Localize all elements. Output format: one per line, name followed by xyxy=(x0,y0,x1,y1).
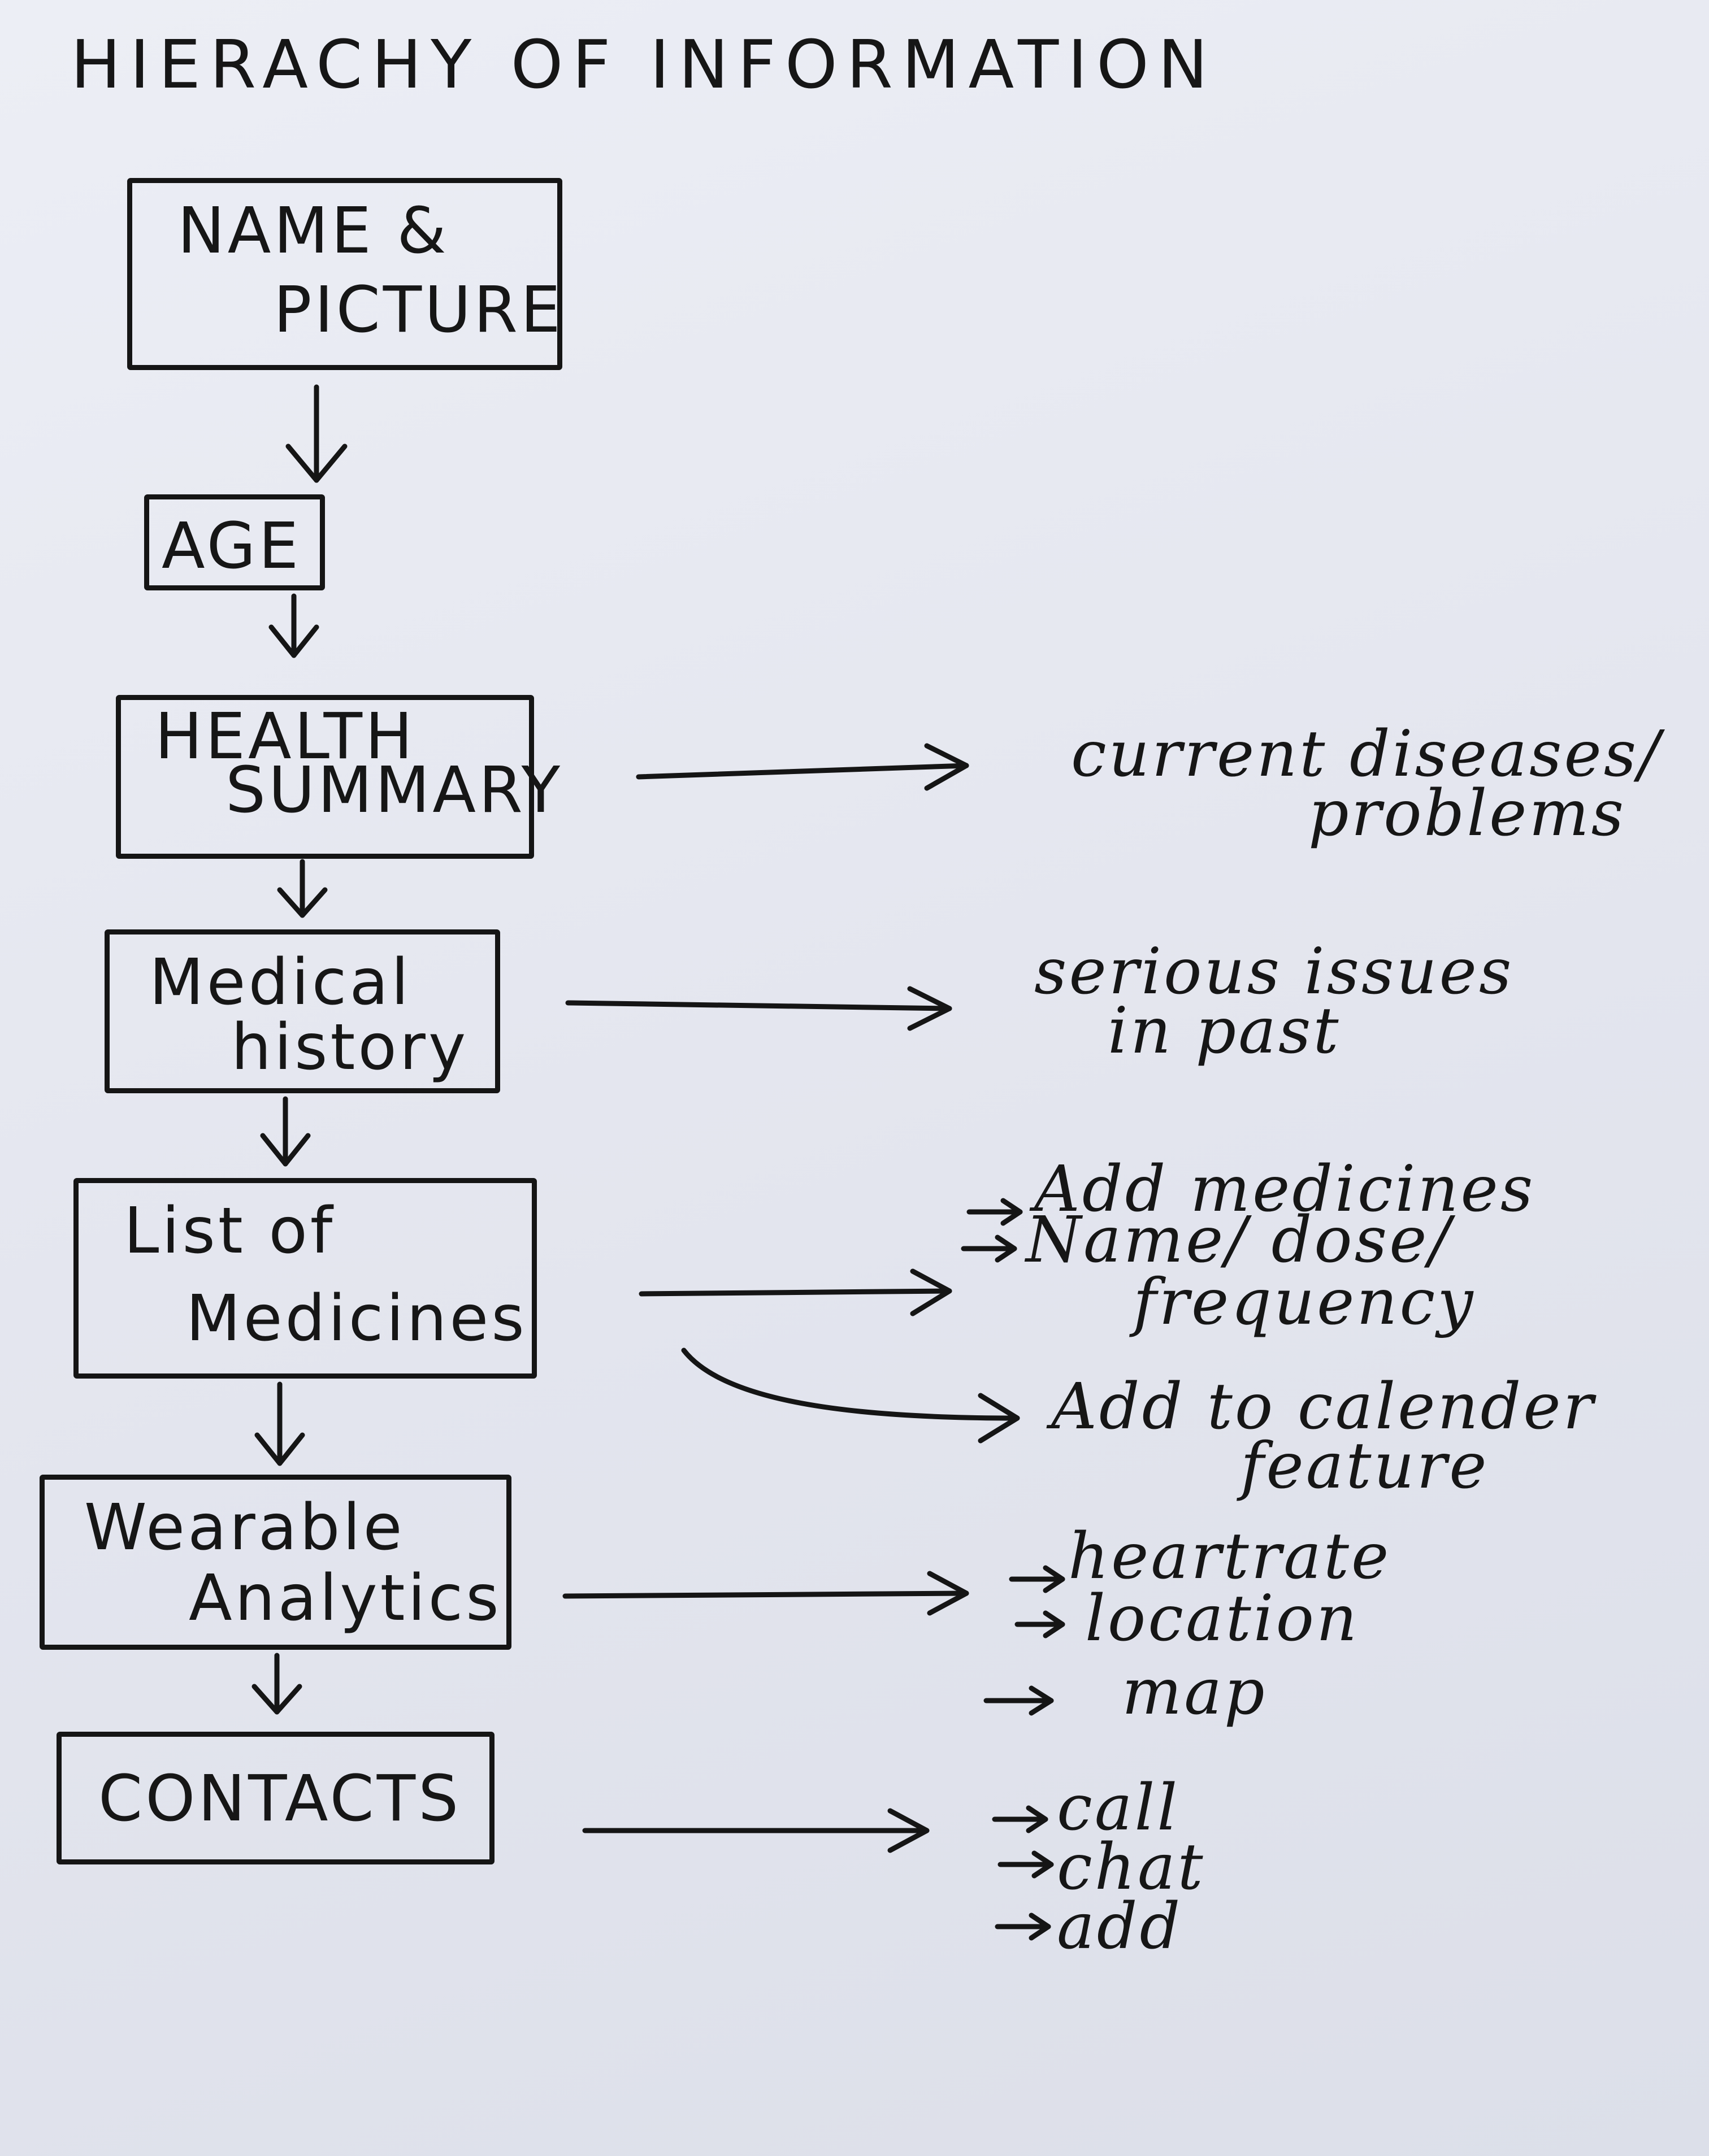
note-health-line1: current diseases/ xyxy=(1071,718,1662,791)
arrow-down-6 xyxy=(251,1653,302,1715)
box-list-of-medicines: List of Medicines xyxy=(73,1178,537,1379)
box-name-picture-line1: NAME & xyxy=(177,194,449,268)
note-medicines-line2: Name/ dose/ xyxy=(1026,1203,1453,1277)
box-contacts-line1: CONTACTS xyxy=(98,1762,462,1836)
arrow-small-heartrate xyxy=(1009,1565,1065,1593)
arrow-small-location xyxy=(1014,1610,1065,1638)
box-age: AGE xyxy=(144,494,325,590)
arrow-down-5 xyxy=(254,1381,305,1466)
arrow-down-4 xyxy=(260,1096,311,1167)
box-medical-history: Medical history xyxy=(105,929,500,1093)
arrow-small-name-dose xyxy=(961,1235,1017,1263)
box-name-picture-line2: PICTURE xyxy=(274,273,563,347)
note-history-line2: in past xyxy=(1108,994,1341,1068)
note-medicines-line1: Add medicines xyxy=(1034,1153,1536,1226)
box-medical-history-line1: Medical xyxy=(149,946,412,1019)
arrow-down-3 xyxy=(277,859,328,918)
box-list-of-medicines-line1: List of xyxy=(124,1194,336,1268)
box-list-of-medicines-line2: Medicines xyxy=(186,1282,527,1355)
arrow-small-add xyxy=(995,1912,1051,1941)
box-health-summary: HEALTH SUMMARY xyxy=(116,695,560,859)
note-medicines-line3: frequency xyxy=(1133,1266,1476,1339)
note-health-line2: problems xyxy=(1308,777,1626,850)
note-calendar-line2: feature xyxy=(1240,1429,1489,1503)
arrow-small-map xyxy=(983,1685,1054,1716)
arrow-down-2 xyxy=(268,593,319,658)
box-wearable-analytics-line1: Wearable xyxy=(84,1491,405,1564)
note-wearable-heartrate: heartrate xyxy=(1068,1520,1391,1593)
note-calendar-line1: Add to calender xyxy=(1051,1370,1596,1444)
box-wearable-analytics: Wearable Analytics xyxy=(40,1475,511,1650)
note-history-line1: serious issues xyxy=(1034,935,1514,1009)
arrow-right-history xyxy=(565,986,952,1031)
box-name-picture: NAME & PICTURE xyxy=(127,178,562,370)
arrow-down-1 xyxy=(285,384,348,483)
arrow-small-call xyxy=(992,1805,1048,1833)
arrow-curve-medicines xyxy=(681,1348,1020,1444)
note-wearable-location: location xyxy=(1085,1582,1360,1655)
note-wearable-map: map xyxy=(1122,1655,1267,1729)
note-contacts-call: call xyxy=(1057,1771,1180,1845)
box-medical-history-line2: history xyxy=(231,1011,469,1084)
arrow-right-contacts xyxy=(582,1808,930,1853)
box-wearable-analytics-line2: Analytics xyxy=(189,1562,502,1635)
box-health-summary-line1: HEALTH xyxy=(155,700,416,773)
arrow-right-medicines xyxy=(639,1268,952,1316)
arrow-right-health xyxy=(636,743,969,791)
arrow-small-chat xyxy=(997,1850,1054,1879)
box-contacts: CONTACTS xyxy=(57,1732,495,1864)
note-contacts-chat: chat xyxy=(1057,1831,1205,1904)
arrow-small-add-medicines xyxy=(966,1198,1023,1226)
diagram-title: HIERACHY OF INFORMATION xyxy=(71,25,1217,103)
box-age-line1: AGE xyxy=(162,510,302,583)
note-contacts-add: add xyxy=(1057,1890,1183,1963)
box-health-summary-line2: SUMMARY xyxy=(225,754,563,827)
arrow-right-wearable xyxy=(562,1571,969,1616)
